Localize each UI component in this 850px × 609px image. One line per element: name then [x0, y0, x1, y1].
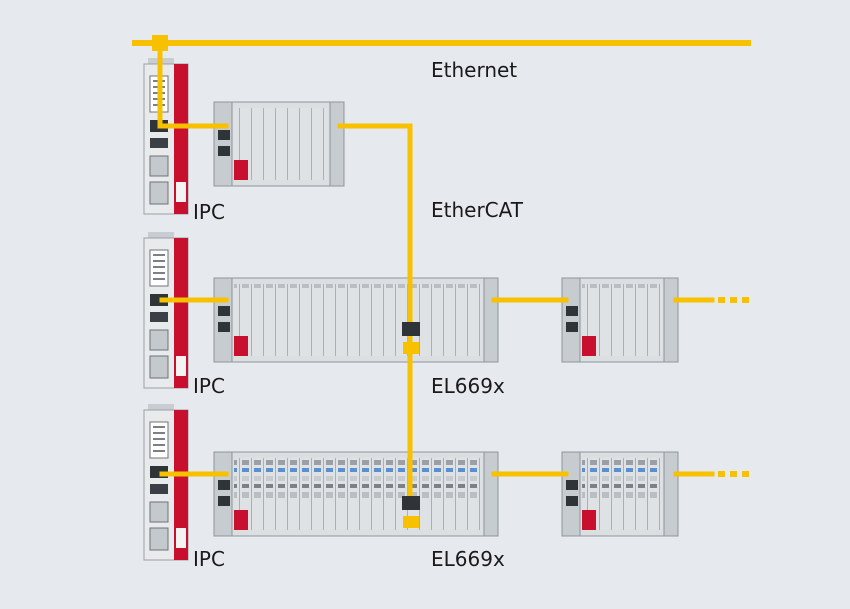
end-terminal: [483, 277, 499, 363]
ipc-drive-bay: [149, 155, 169, 177]
ipc-port: [150, 294, 168, 306]
coupler-port: [218, 130, 230, 140]
ipc-display-line: [153, 432, 165, 434]
ipc-display-line: [153, 266, 165, 268]
coupler-port: [566, 306, 578, 316]
end-terminal: [663, 451, 679, 537]
coupler-head: [213, 101, 233, 187]
brand-plate: [582, 336, 596, 356]
el669x-port: [402, 322, 420, 336]
ipc-display-line: [153, 260, 165, 262]
continuation-dash: [742, 297, 749, 303]
ipc-display-line: [153, 444, 165, 446]
continuation-dash: [718, 297, 725, 303]
ipc-red-panel: [174, 410, 188, 560]
ipc-red-panel: [174, 64, 188, 214]
terminal-station-5: [561, 451, 679, 537]
end-terminal: [329, 101, 345, 187]
brand-plate: [234, 160, 248, 180]
brand-plate: [234, 336, 248, 356]
end-terminal: [483, 451, 499, 537]
coupler-port: [566, 496, 578, 506]
ipc-unit-3: [143, 404, 189, 561]
coupler-port: [566, 480, 578, 490]
terminal-stations: [213, 101, 679, 537]
ipc-logo-mark: [176, 528, 186, 548]
el669x-label-2: EL669x: [431, 547, 505, 571]
ethercat-label: EtherCAT: [431, 198, 523, 222]
ipc-label-3: IPC: [193, 547, 225, 571]
coupler-port: [218, 306, 230, 316]
el669x-led-plate: [403, 516, 419, 528]
coupler-port: [218, 146, 230, 156]
ipc-display-line: [153, 272, 165, 274]
ipc-display-line: [153, 278, 165, 280]
brand-plate: [234, 510, 248, 530]
brand-plate: [582, 510, 596, 530]
terminal-station-3: [561, 277, 679, 363]
ipc-port: [150, 484, 168, 494]
ethernet-label: Ethernet: [431, 58, 518, 82]
ipc-unit-1: [143, 58, 189, 215]
coupler-port: [218, 496, 230, 506]
ipc-drive-bay: [149, 527, 169, 551]
terminal-slices: [234, 458, 482, 530]
coupler-head: [561, 451, 581, 537]
coupler-port: [218, 322, 230, 332]
ipc-drive-bay: [149, 329, 169, 351]
el669x-label-1: EL669x: [431, 374, 505, 398]
continuation-group: [718, 297, 749, 477]
ipc-drive-bay: [149, 181, 169, 205]
continuation-dash: [730, 297, 737, 303]
end-terminal: [663, 277, 679, 363]
ipc-display-line: [153, 426, 165, 428]
coupler-port: [566, 322, 578, 332]
continuation-dash: [730, 471, 737, 477]
ipc-port: [150, 138, 168, 148]
terminal-slices: [234, 284, 482, 356]
el669x-port: [402, 496, 420, 510]
terminal-station-2: [213, 277, 499, 363]
ipc-logo-mark: [176, 182, 186, 202]
ipc-display-line: [153, 438, 165, 440]
coupler-port: [218, 480, 230, 490]
ipc-label-2: IPC: [193, 374, 225, 398]
ipc-label-1: IPC: [193, 200, 225, 224]
ipc-group: [143, 58, 189, 561]
coupler-head: [561, 277, 581, 363]
terminal-station-1: [213, 101, 345, 187]
ipc-drive-bay: [149, 501, 169, 523]
ipc-display-line: [153, 450, 165, 452]
ipc-port: [150, 312, 168, 322]
ipc-drive-bay: [149, 355, 169, 379]
ipc-red-panel: [174, 238, 188, 388]
continuation-dash: [718, 471, 725, 477]
cable-group: [132, 35, 751, 528]
terminal-station-4: [213, 451, 499, 537]
ipc-logo-mark: [176, 356, 186, 376]
ipc-display-line: [153, 254, 165, 256]
continuation-dash: [742, 471, 749, 477]
el669x-led-plate: [403, 342, 419, 354]
terminal-slices: [234, 108, 328, 180]
coupler-head: [213, 277, 233, 363]
ipc-unit-2: [143, 232, 189, 389]
coupler-head: [213, 451, 233, 537]
